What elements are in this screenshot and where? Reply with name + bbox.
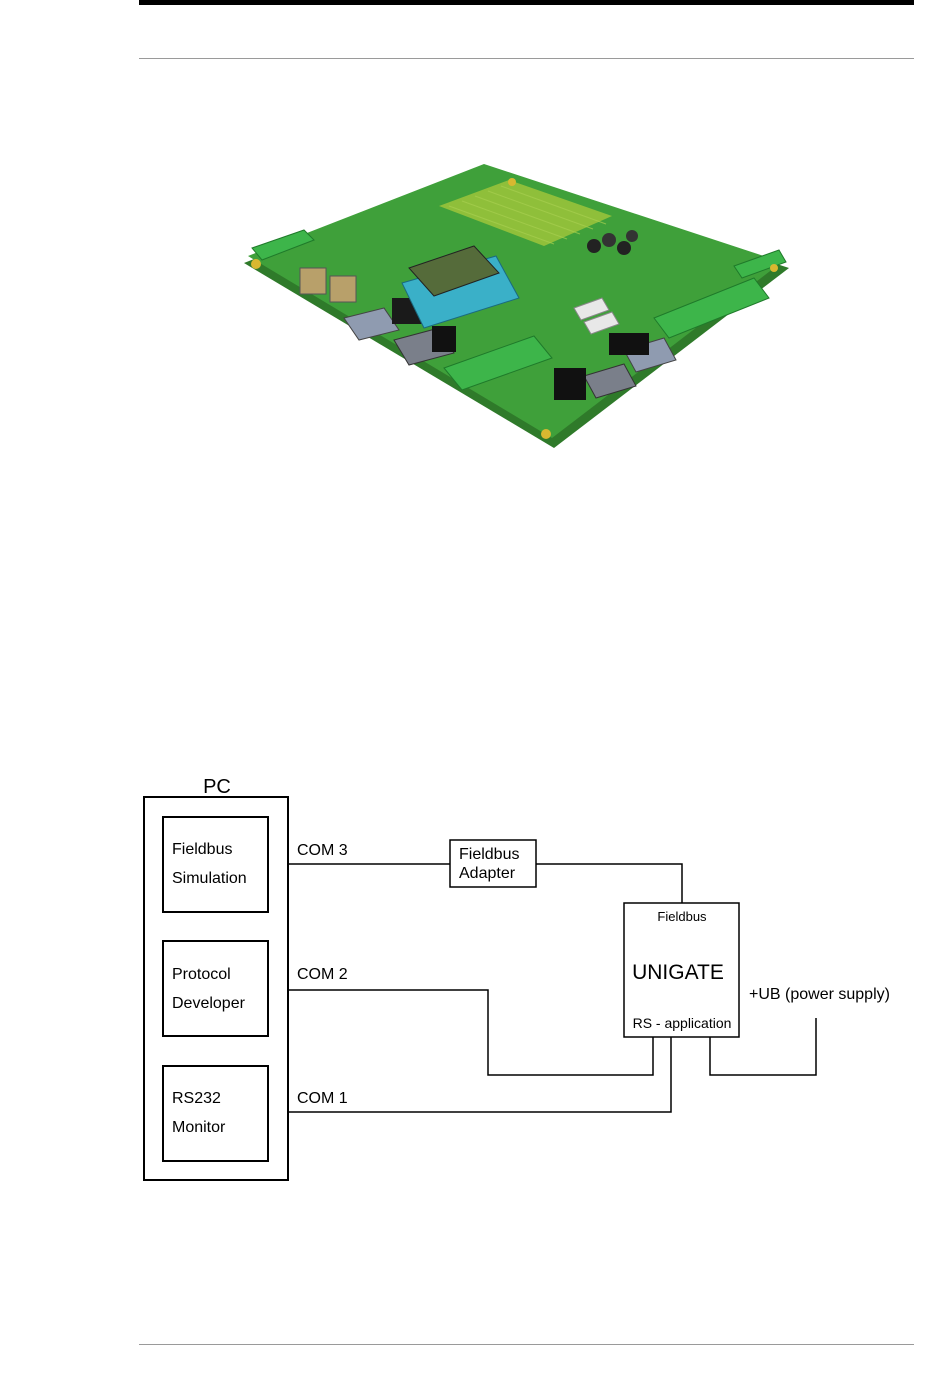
evaluation-board-photo (234, 158, 794, 450)
power-supply-label: +UB (power supply) (749, 986, 890, 1003)
fieldbus-simulation-line1: Fieldbus (172, 841, 232, 858)
unigate-name: UNIGATE (632, 961, 724, 984)
unigate-fieldbus-label: Fieldbus (657, 909, 707, 924)
com1-label: COM 1 (297, 1090, 348, 1107)
adapter-line (536, 864, 682, 903)
connection-diagram: PC Fieldbus Simulation Protocol Develope… (140, 770, 920, 1190)
protocol-developer-box (163, 941, 268, 1036)
com2-label: COM 2 (297, 966, 348, 983)
protocol-developer-line2: Developer (172, 995, 246, 1012)
connection-diagram-svg: PC Fieldbus Simulation Protocol Develope… (140, 770, 920, 1190)
evaluation-board-illustration (234, 158, 794, 450)
fieldbus-simulation-line2: Simulation (172, 870, 247, 887)
fieldbus-adapter-line1: Fieldbus (459, 846, 519, 863)
pc-label: PC (203, 776, 231, 798)
header-rule-thick (139, 0, 914, 5)
unigate-rs-label: RS - application (633, 1015, 732, 1031)
com3-label: COM 3 (297, 842, 348, 859)
rs232-monitor-box (163, 1066, 268, 1161)
fieldbus-adapter-line2: Adapter (459, 865, 516, 882)
fieldbus-simulation-box (163, 817, 268, 912)
rs232-monitor-line2: Monitor (172, 1119, 226, 1136)
rs232-monitor-line1: RS232 (172, 1090, 221, 1107)
footer-rule (139, 1344, 914, 1345)
protocol-developer-line1: Protocol (172, 966, 231, 983)
header-rule (139, 58, 914, 59)
com2-line (288, 990, 653, 1075)
